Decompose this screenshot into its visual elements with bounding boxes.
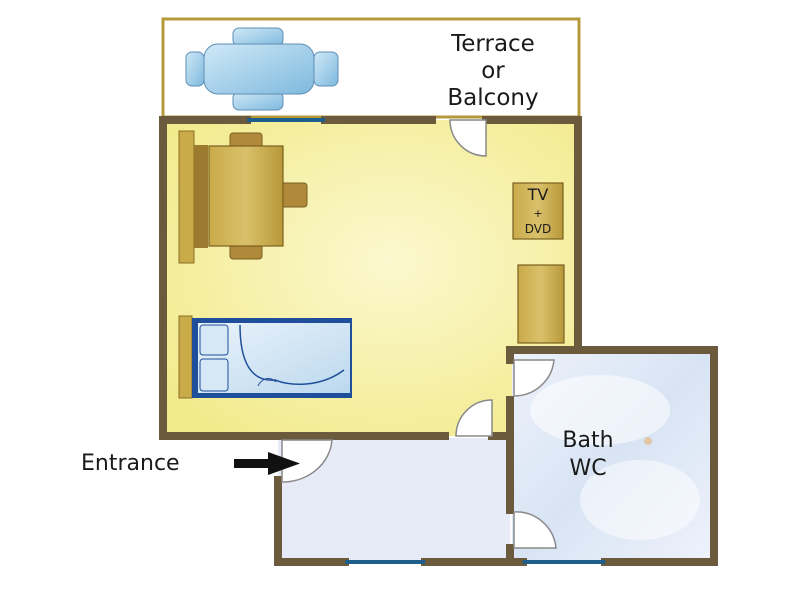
- entrance-door-icon[interactable]: [281, 439, 333, 483]
- dining-table-icon: [208, 132, 308, 260]
- terrace-label-line2: or: [481, 58, 505, 84]
- walls: [159, 116, 718, 566]
- terrace-label-line3: Balcony: [447, 85, 538, 111]
- dvd-label: DVD: [525, 222, 551, 236]
- terrace-table-icon: [185, 27, 339, 111]
- bench-icon: [178, 130, 208, 264]
- entrance-label: Entrance: [81, 451, 180, 476]
- entrance-arrow-icon: [234, 452, 300, 475]
- tv-unit-icon: TV + DVD: [512, 182, 564, 240]
- tv-plus-label: +: [533, 207, 542, 220]
- windows: [247, 118, 605, 564]
- bed-icon: [178, 315, 352, 399]
- bath-door-lower-icon[interactable]: [513, 511, 557, 549]
- terrace-door-icon[interactable]: [449, 119, 487, 157]
- bath-door-upper-icon[interactable]: [513, 359, 555, 397]
- room-door-icon[interactable]: [455, 399, 493, 437]
- bath-label-line1: Bath: [562, 428, 613, 453]
- tv-label: TV: [527, 185, 549, 204]
- cabinet-icon: [517, 264, 565, 344]
- terrace-label-line1: Terrace: [450, 31, 535, 57]
- bath-label-line2: WC: [569, 456, 606, 481]
- doors: [281, 119, 557, 549]
